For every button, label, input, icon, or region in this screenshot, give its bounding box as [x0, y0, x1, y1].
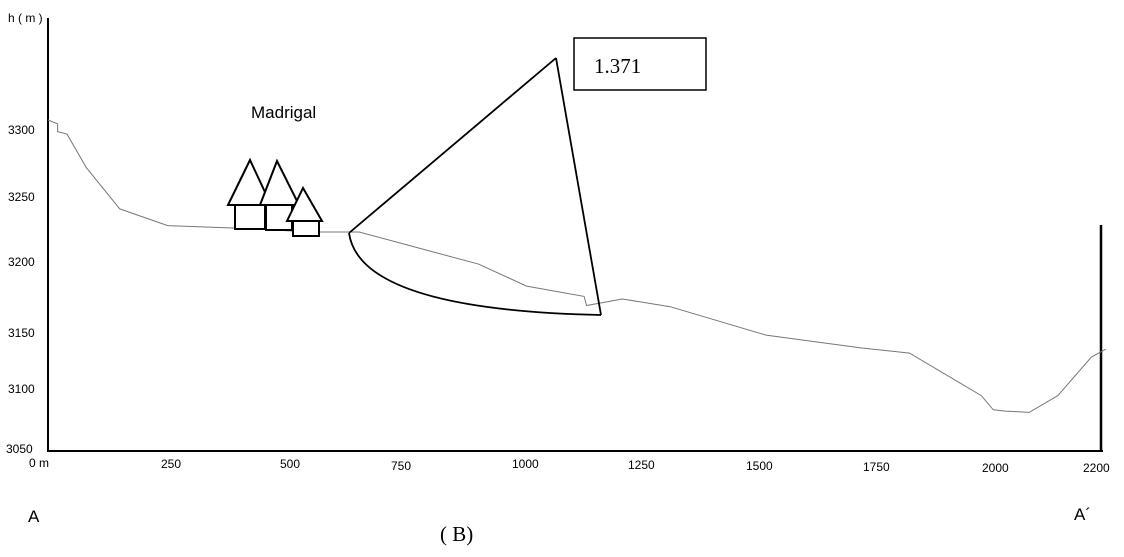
- y-tick-label: 3150: [8, 326, 35, 340]
- x-tick-label: 1750: [863, 460, 890, 474]
- y-tick-label: 3100: [8, 382, 35, 396]
- y-tick-label: 3050: [6, 442, 33, 456]
- panel-label: ( B): [440, 522, 473, 546]
- x-tick-label: 0 m: [29, 456, 49, 470]
- x-tick-label: 2200: [1083, 461, 1110, 475]
- y-tick-label: 3250: [8, 190, 35, 204]
- x-tick-label: 2000: [982, 461, 1009, 475]
- town-label: Madrigal: [251, 103, 316, 122]
- x-tick-label: 500: [280, 457, 300, 471]
- value-box: [573, 37, 707, 91]
- x-tick-label: 1500: [746, 459, 773, 473]
- x-tick-label: 250: [161, 457, 181, 471]
- end-point-label: A´: [1074, 505, 1091, 524]
- terrain-profile-line: [47, 119, 1107, 413]
- x-tick-label: 1000: [512, 457, 539, 471]
- x-tick-label: 1250: [628, 458, 655, 472]
- wedge-shape: [348, 57, 602, 316]
- x-tick-label: 750: [391, 459, 411, 473]
- y-axis-label: h ( m ): [8, 11, 43, 25]
- houses-icon: [226, 157, 324, 237]
- y-tick-label: 3300: [8, 123, 35, 137]
- value-box-text: 1.371: [594, 54, 641, 78]
- start-point-label: A: [28, 507, 40, 526]
- y-tick-label: 3200: [8, 255, 35, 269]
